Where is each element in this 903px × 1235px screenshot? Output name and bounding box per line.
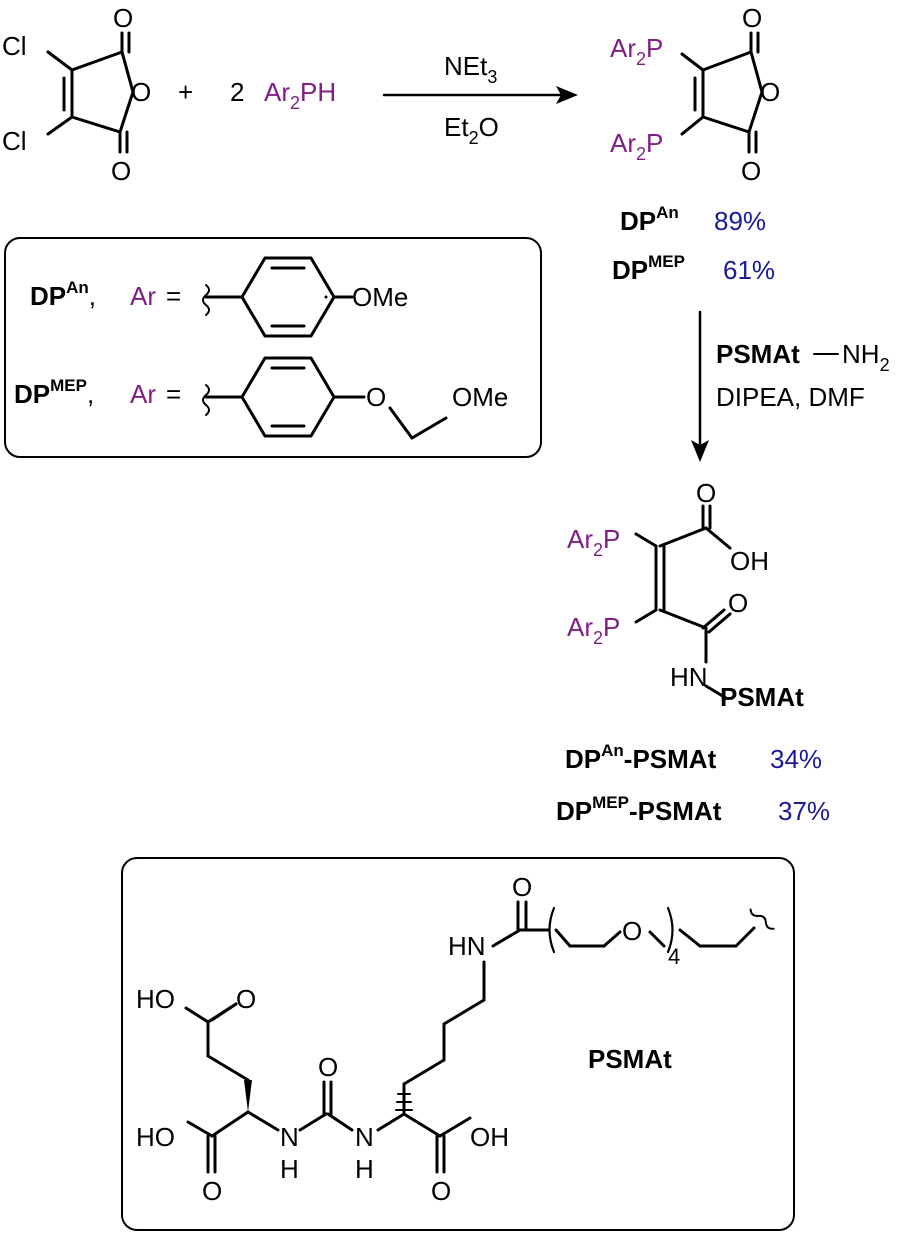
- product1-o-ring: O: [760, 77, 780, 107]
- psmat-n2: N: [355, 1122, 374, 1152]
- product2-ar2p-top: Ar2P: [567, 524, 620, 560]
- ar-definition-an: DPAn, Ar = OMe: [30, 256, 408, 338]
- psmat-repeat-n: 4: [668, 944, 680, 969]
- step1-arrow: [382, 86, 578, 104]
- legend-equals-an: =: [166, 281, 181, 311]
- psmat-h1: H: [280, 1154, 299, 1184]
- step2-conditions: DIPEA, DMF: [716, 382, 865, 412]
- reactant-o-ring: O: [131, 77, 151, 107]
- yield-dp-an: 89%: [714, 206, 766, 236]
- legend-ar-an: Ar: [130, 281, 156, 311]
- legend-o-mep: O: [366, 382, 386, 412]
- yield-dp-mep: 61%: [723, 255, 775, 285]
- yield-dp-mep-psmat: 37%: [778, 796, 830, 826]
- psmat-structure: O O 4 HN OH O N H O N H HO: [136, 872, 775, 1206]
- product2-o-acid: O: [696, 478, 716, 508]
- step1-solvent-et2o: Et2O: [444, 112, 499, 148]
- product2-psmat: PSMAt: [720, 682, 804, 712]
- legend-ome-an: OMe: [352, 282, 408, 312]
- psmat-h2: H: [355, 1154, 374, 1184]
- psmat-o-right: O: [431, 1176, 451, 1206]
- reactant-o-top: O: [113, 3, 133, 33]
- wavy-bond-icon: [749, 908, 775, 930]
- product2-o-amide: O: [728, 588, 748, 618]
- psmat-box-label: PSMAt: [588, 1044, 672, 1074]
- psmat-o-amide: O: [512, 872, 532, 902]
- label-dp-an: DPAn: [620, 203, 679, 236]
- product2-hn: HN: [670, 662, 708, 692]
- yield-dp-an-psmat: 34%: [770, 744, 822, 774]
- psmat-n1: N: [280, 1122, 299, 1152]
- reactant-cl-bottom: Cl: [2, 126, 27, 156]
- dichloromaleic-anhydride: O O O Cl Cl: [2, 3, 151, 186]
- legend-ome-mep: OMe: [452, 382, 508, 412]
- diphosphine-anhydride: O O O Ar2P Ar2P: [610, 3, 780, 186]
- psmat-oh-right: OH: [470, 1122, 509, 1152]
- ar-definition-mep: DPMEP, Ar = O OMe: [14, 356, 508, 440]
- product1-ar2p-bottom: Ar2P: [610, 128, 663, 164]
- legend-dp-an: DPAn,: [30, 278, 96, 311]
- diphosphine-psmat-conjugate: O OH O HN PSMAt Ar2P Ar2P: [567, 478, 804, 712]
- ar-definition-box: [4, 237, 542, 458]
- psmat-o-left: O: [202, 1176, 222, 1206]
- diarylphosphine: Ar2PH: [264, 77, 336, 113]
- product1-o-top: O: [742, 3, 762, 33]
- label-dp-mep-psmat: DPMEP-PSMAt: [556, 793, 722, 826]
- psmat-ho-top: HO: [136, 984, 175, 1014]
- step1-reagent-net3: NEt3: [444, 51, 497, 87]
- label-dp-an-psmat: DPAn-PSMAt: [565, 741, 717, 774]
- legend-ar-mep: Ar: [130, 379, 156, 409]
- reactant-cl-top: Cl: [2, 31, 27, 61]
- wavy-bond-icon: [202, 384, 210, 416]
- label-dp-mep: DPMEP: [612, 252, 685, 285]
- psmat-o-peg: O: [622, 916, 642, 946]
- psmat-o-urea: O: [318, 1052, 338, 1082]
- step2-nh2: NH2: [842, 339, 890, 375]
- product1-o-bottom: O: [741, 156, 761, 186]
- product1-ar2p-top: Ar2P: [610, 33, 663, 69]
- legend-dp-mep: DPMEP,: [14, 376, 94, 409]
- step2-arrow: [691, 310, 709, 462]
- psmat-hn: HN: [448, 931, 486, 961]
- product2-ar2p-bottom: Ar2P: [567, 612, 620, 648]
- psmat-o-top: O: [236, 984, 256, 1014]
- phosphine-coefficient: 2: [230, 77, 244, 107]
- plus-sign: +: [178, 77, 193, 107]
- legend-equals-mep: =: [166, 379, 181, 409]
- product2-oh: OH: [730, 546, 769, 576]
- step2-psmat: PSMAt: [716, 339, 800, 369]
- psmat-structure-box: [121, 857, 795, 1231]
- reactant-o-bottom: O: [111, 156, 131, 186]
- psmat-ho-left: HO: [136, 1122, 175, 1152]
- wavy-bond-icon: [202, 284, 210, 316]
